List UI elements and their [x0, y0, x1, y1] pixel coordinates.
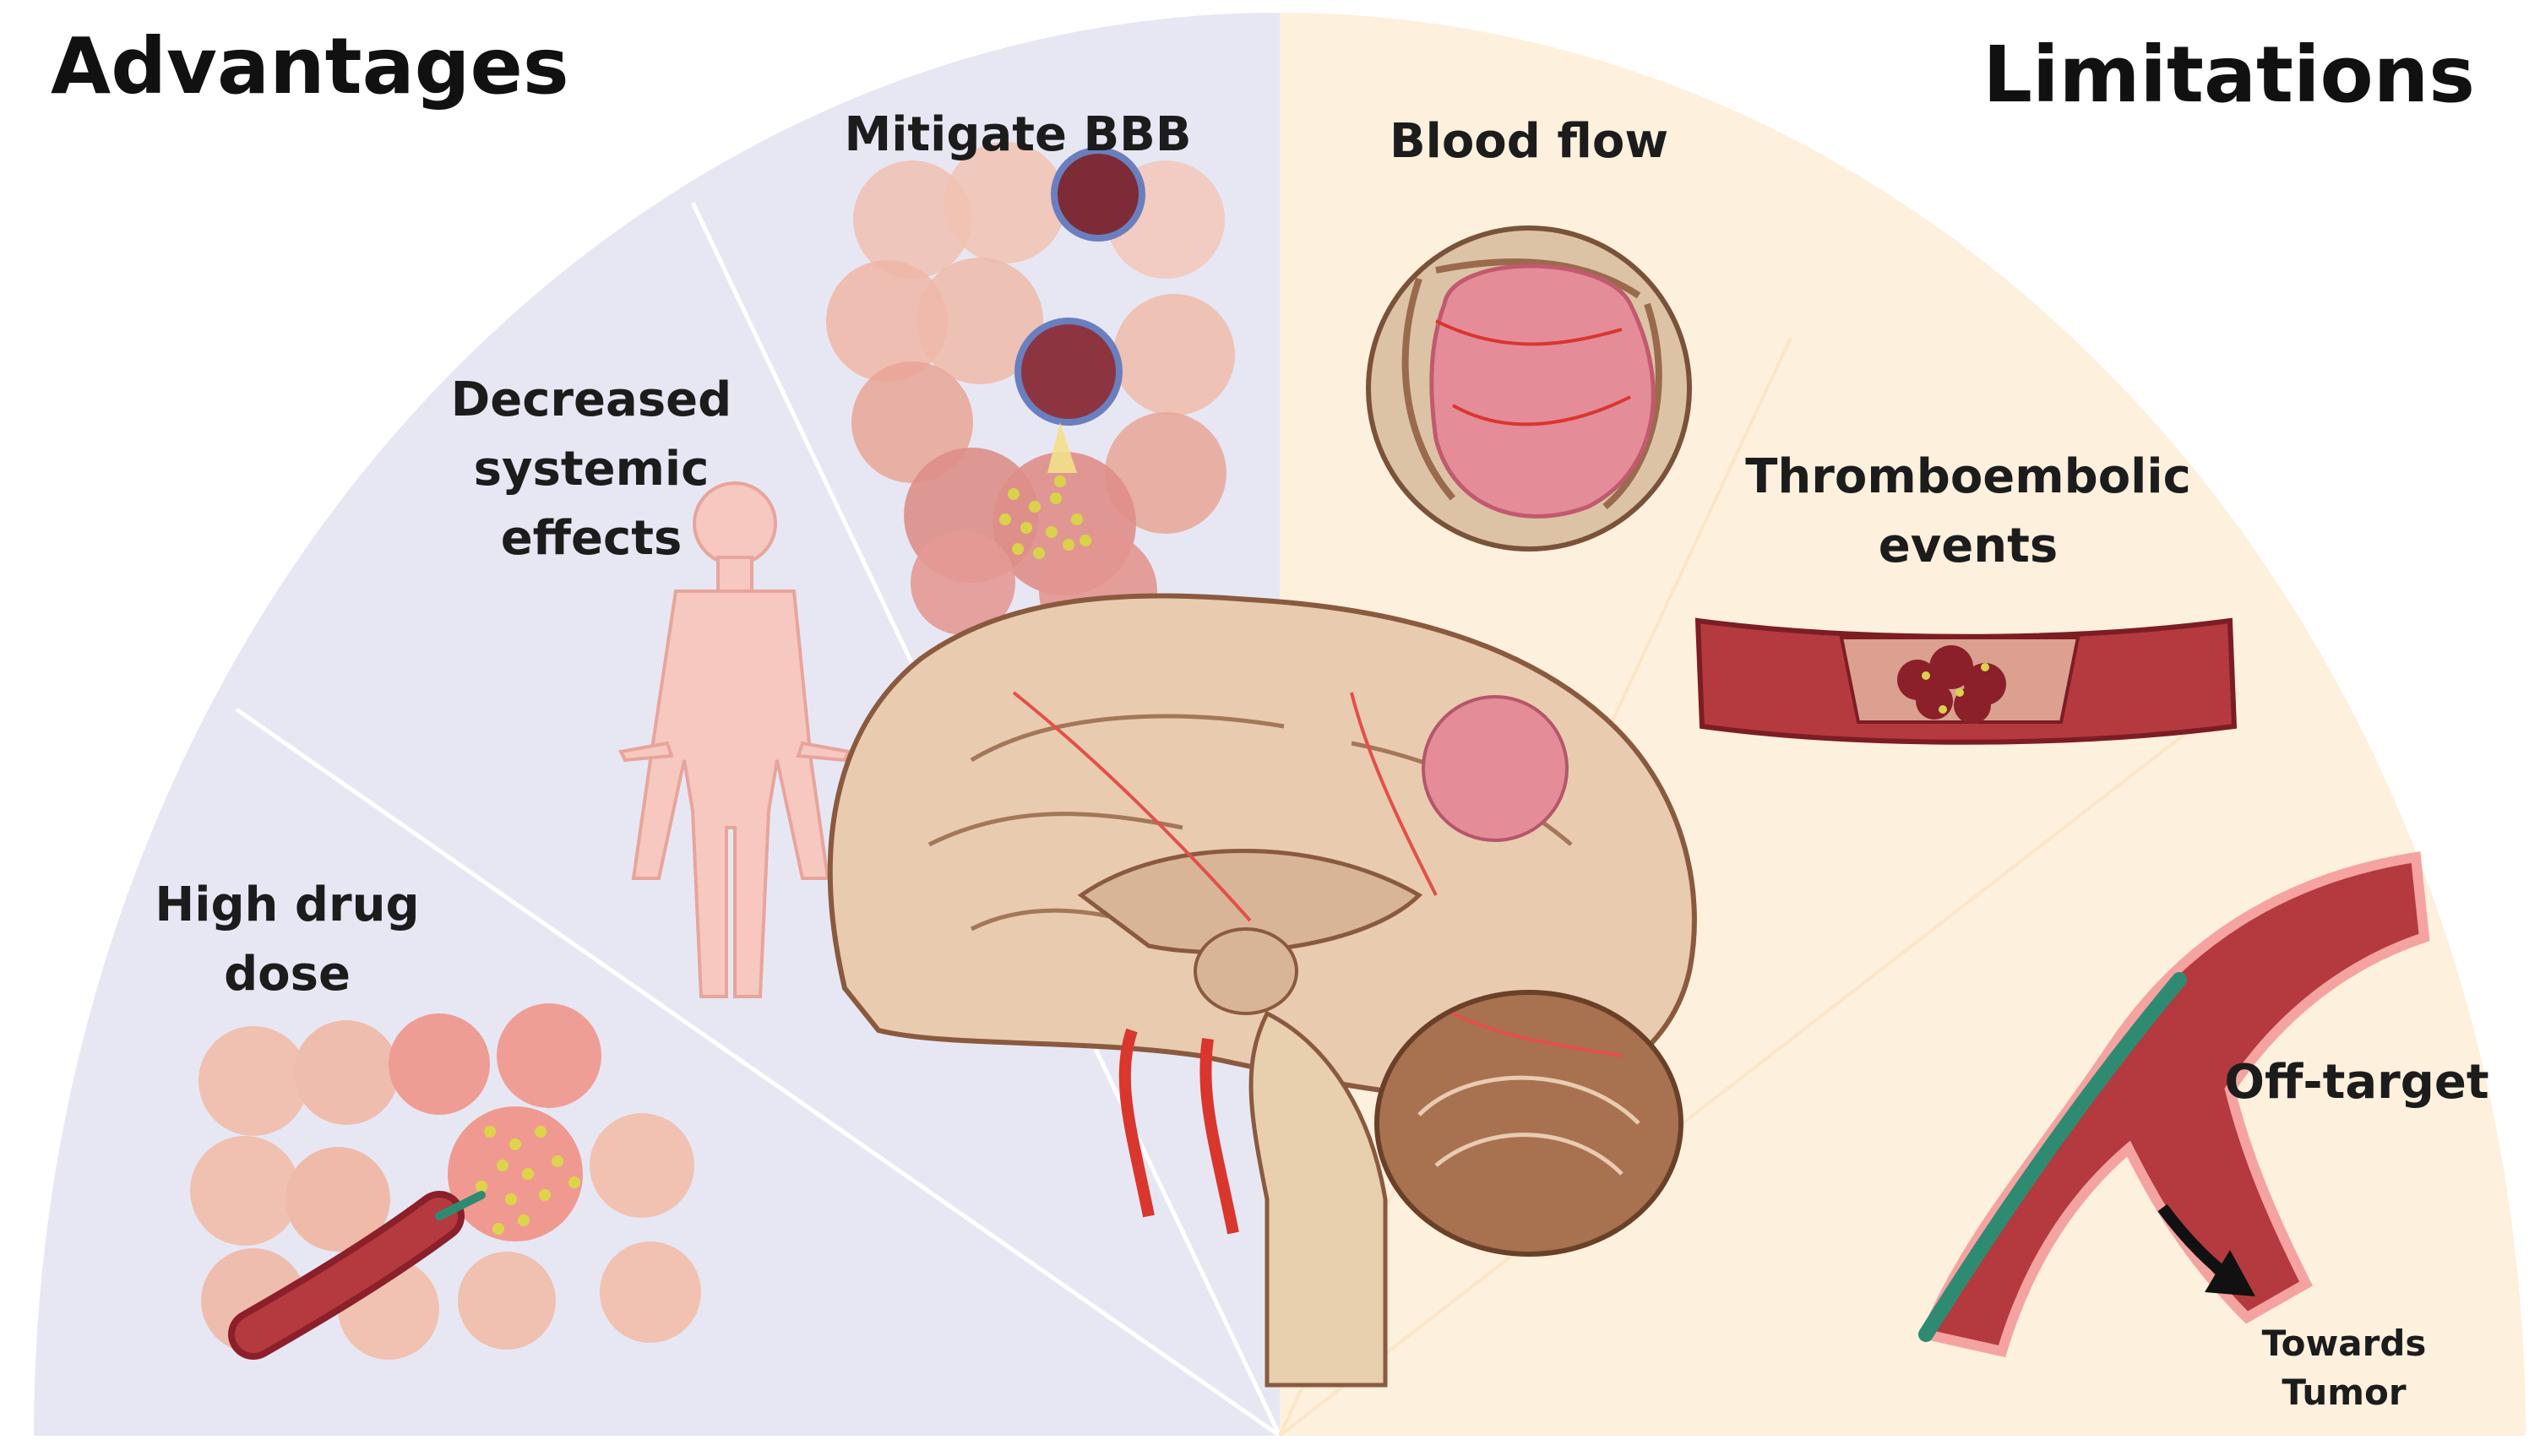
label-mitigate-bbb: Mitigate BBB [844, 107, 1191, 162]
brain-illustration [827, 593, 1697, 1388]
off-target-vessel-illustration [1918, 851, 2430, 1358]
limitations-heading: Limitations [1983, 30, 2475, 120]
label-high-drug-dose-line2: dose [224, 947, 351, 1002]
label-decreased-systemic-effects-line1: Decreased [451, 372, 732, 427]
label-thromboembolic-events-line2: events [1879, 519, 2058, 573]
label-towards-tumor-line1: Towards [2262, 1323, 2427, 1364]
high-dose-cell-cluster [190, 1003, 701, 1360]
label-decreased-systemic-effects-line2: systemic [474, 442, 710, 497]
label-high-drug-dose-line1: High drug [155, 877, 419, 932]
advantages-heading: Advantages [51, 21, 569, 111]
human-body-illustration [618, 481, 851, 998]
label-off-target: Off-target [2224, 1055, 2488, 1110]
sector-divider [1278, 691, 2240, 1437]
label-blood-flow: Blood flow [1390, 114, 1668, 169]
label-thromboembolic-events-line1: Thromboembolic [1745, 449, 2191, 504]
blood-flow-illustration [1366, 225, 1692, 551]
sector-divider [235, 707, 1281, 1438]
thromboembolic-vessel-illustration [1694, 617, 2238, 745]
label-decreased-systemic-effects-line3: effects [501, 511, 683, 566]
label-towards-tumor-line2: Tumor [2282, 1372, 2407, 1413]
